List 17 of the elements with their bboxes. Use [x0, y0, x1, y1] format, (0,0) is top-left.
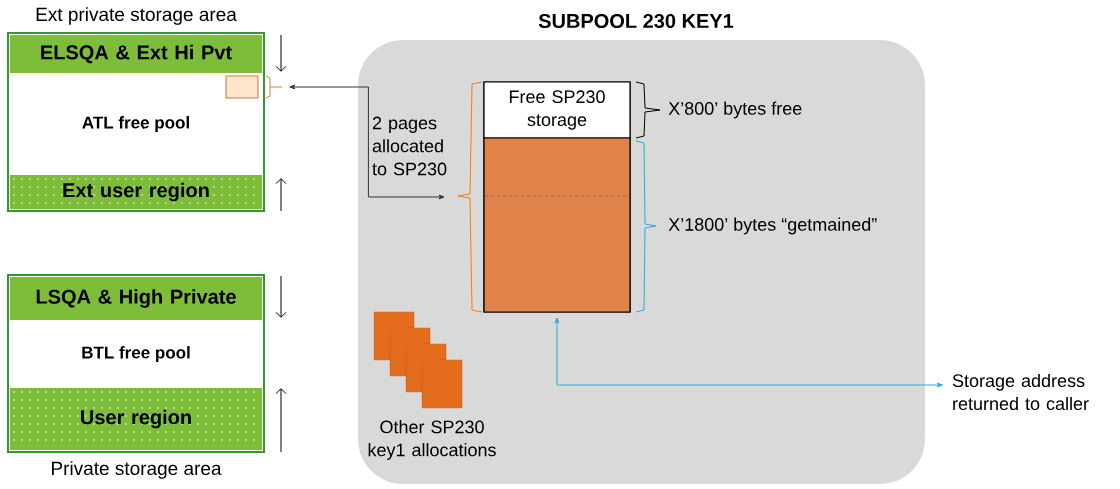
region-band: Ext user region [10, 175, 262, 209]
region-band: ELSQA & Ext Hi Pvt [10, 35, 262, 73]
annotation: Other SP230 key1 allocations [368, 420, 496, 460]
annotation: X’1800’ bytes “getmained” [668, 217, 877, 235]
region-band: User region [10, 388, 262, 450]
edge-label: 2 pages allocated to SP230 [372, 116, 447, 176]
storage-block [225, 75, 259, 99]
title: SUBPOOL 230 KEY1 [538, 13, 734, 29]
node-label: Ext private storage area [36, 7, 237, 25]
caller-text: Storage address returned to caller [952, 373, 1089, 411]
node-label: Private storage area [52, 461, 222, 479]
annotation: X’800’ bytes free [668, 101, 802, 119]
free-pool-label: ATL free pool [82, 116, 189, 132]
free-storage-box: Free SP230 storage [483, 81, 631, 139]
free-pool-label: BTL free pool [82, 346, 190, 362]
region-band: LSQA & High Private [10, 277, 262, 320]
allocated-storage-box [483, 137, 631, 313]
